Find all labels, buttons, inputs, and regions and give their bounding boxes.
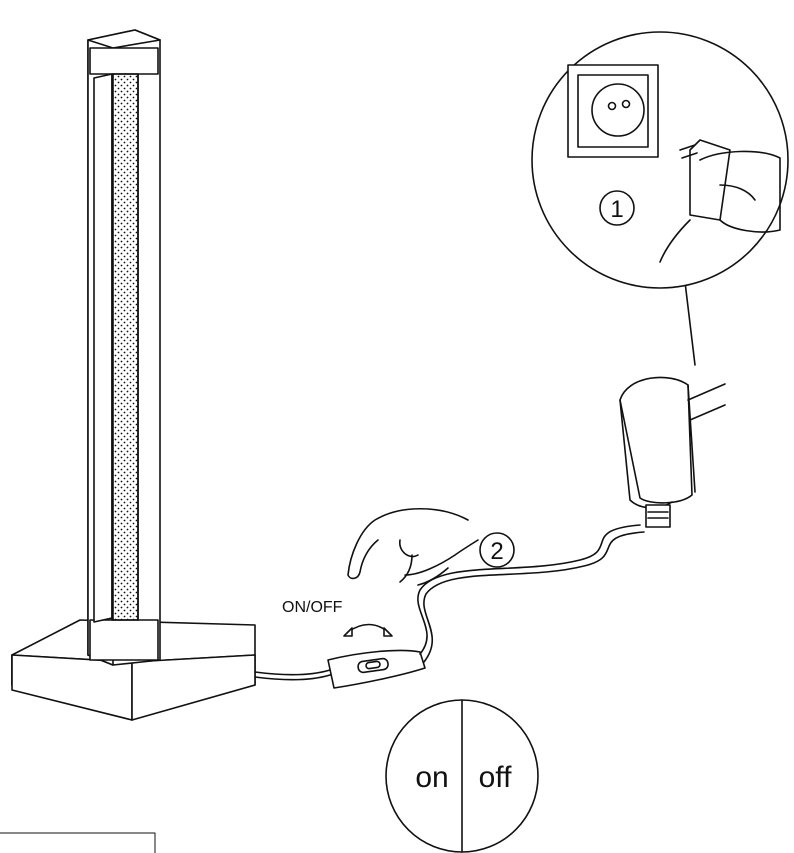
inline-cord-switch — [327, 649, 426, 689]
cord-lamp-to-switch — [254, 669, 331, 676]
plug-adapter — [619, 376, 726, 528]
off-state-label: off — [479, 761, 512, 794]
wall-socket-icon — [567, 64, 659, 158]
led-strip — [111, 73, 139, 621]
hand-with-adapter-icon — [659, 139, 781, 263]
lamp-column — [87, 29, 161, 666]
lamp-base — [11, 619, 256, 721]
socket-detail-circle — [531, 31, 789, 289]
cord-switch-to-adapter — [417, 524, 641, 655]
on-off-indicator: on off — [385, 699, 539, 853]
lamp — [11, 29, 256, 721]
step-2-badge: 2 — [479, 532, 515, 568]
hand-icon — [347, 508, 479, 586]
switch-arrows — [343, 623, 393, 637]
step-1-number: 1 — [610, 196, 623, 223]
detail-pointer — [684, 281, 696, 366]
step-2-number: 2 — [490, 538, 503, 565]
corner-frame — [0, 832, 156, 853]
on-state-label: on — [415, 761, 448, 794]
on-off-label: ON/OFF — [282, 599, 343, 616]
step-1-badge: 1 — [599, 190, 635, 226]
